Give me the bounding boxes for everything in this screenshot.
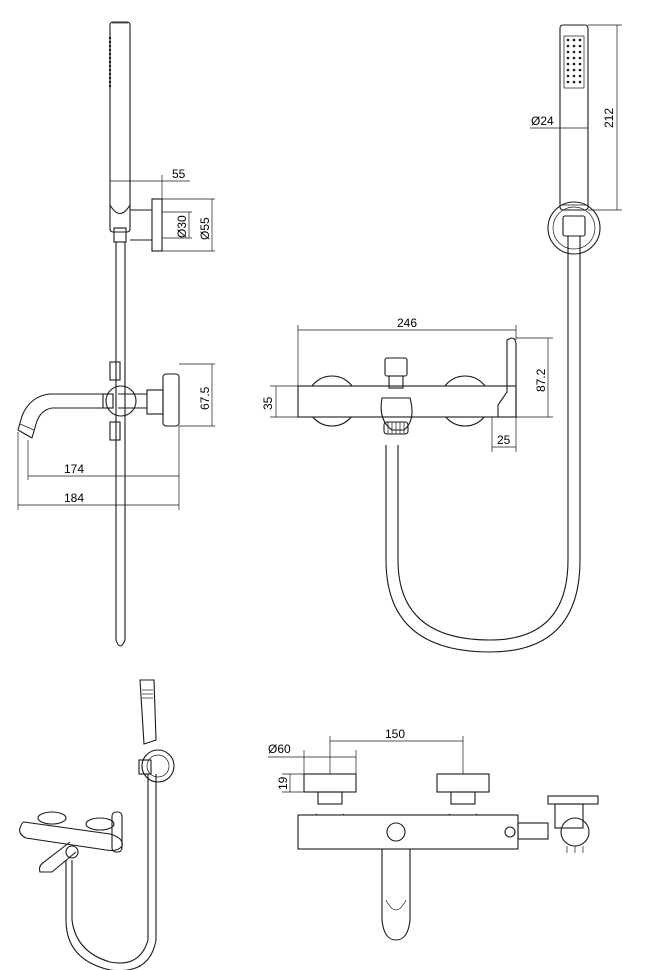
dim-d60: Ø60: [268, 742, 357, 774]
dim-19: 19: [276, 773, 304, 793]
dim-55-label: 55: [172, 167, 186, 181]
dim-67-5: 67.5: [179, 363, 215, 427]
dim-25-label: 25: [497, 433, 511, 447]
front-view: Ø24 212 246 87.2 35: [261, 24, 622, 653]
side-mixer-body: [102, 361, 180, 441]
top-mixer-body: [297, 795, 599, 941]
perspective-view: [19, 679, 175, 970]
side-view: 55 Ø30 Ø55 67.5 174: [17, 21, 215, 647]
dim-150-label: 150: [385, 727, 405, 741]
dim-184-label: 184: [64, 491, 84, 505]
dim-246-label: 246: [397, 316, 417, 330]
side-spout: [17, 393, 106, 439]
dim-d24: Ø24: [530, 114, 588, 129]
dim-174-label: 174: [64, 462, 84, 476]
dim-d30-d55: Ø30 Ø55: [162, 198, 215, 252]
dim-87-2-label: 87.2: [534, 368, 548, 392]
top-view: Ø60 150 19: [268, 727, 599, 941]
dim-d24-label: Ø24: [531, 114, 554, 128]
dim-d30-label: Ø30: [175, 215, 189, 238]
front-wall-holder: [547, 201, 601, 255]
side-hose: [115, 242, 126, 647]
side-spray-nozzles: [108, 36, 112, 88]
front-handshower: [559, 24, 589, 211]
dim-19-label: 19: [276, 776, 290, 790]
side-handshower: [108, 21, 131, 243]
dim-d55-label: Ø55: [198, 217, 212, 240]
dim-d60-label: Ø60: [268, 742, 291, 756]
dim-174: 174: [27, 426, 180, 510]
dim-67-5-label: 67.5: [198, 386, 212, 410]
dim-25: 25: [491, 417, 517, 452]
dim-184: 184: [17, 432, 179, 510]
front-spray-nozzles: [566, 38, 582, 84]
dim-35: 35: [261, 385, 298, 418]
front-mixer-body: [297, 337, 517, 435]
dim-212: 212: [588, 24, 622, 211]
dim-246: 246: [297, 316, 517, 386]
dim-55: 55: [110, 167, 190, 199]
side-wall-holder: [130, 198, 163, 252]
dim-35-label: 35: [261, 396, 275, 410]
dim-212-label: 212: [602, 108, 616, 128]
dim-150: 150: [329, 727, 464, 774]
dim-87-2: 87.2: [516, 337, 553, 418]
front-hose: [385, 236, 581, 653]
